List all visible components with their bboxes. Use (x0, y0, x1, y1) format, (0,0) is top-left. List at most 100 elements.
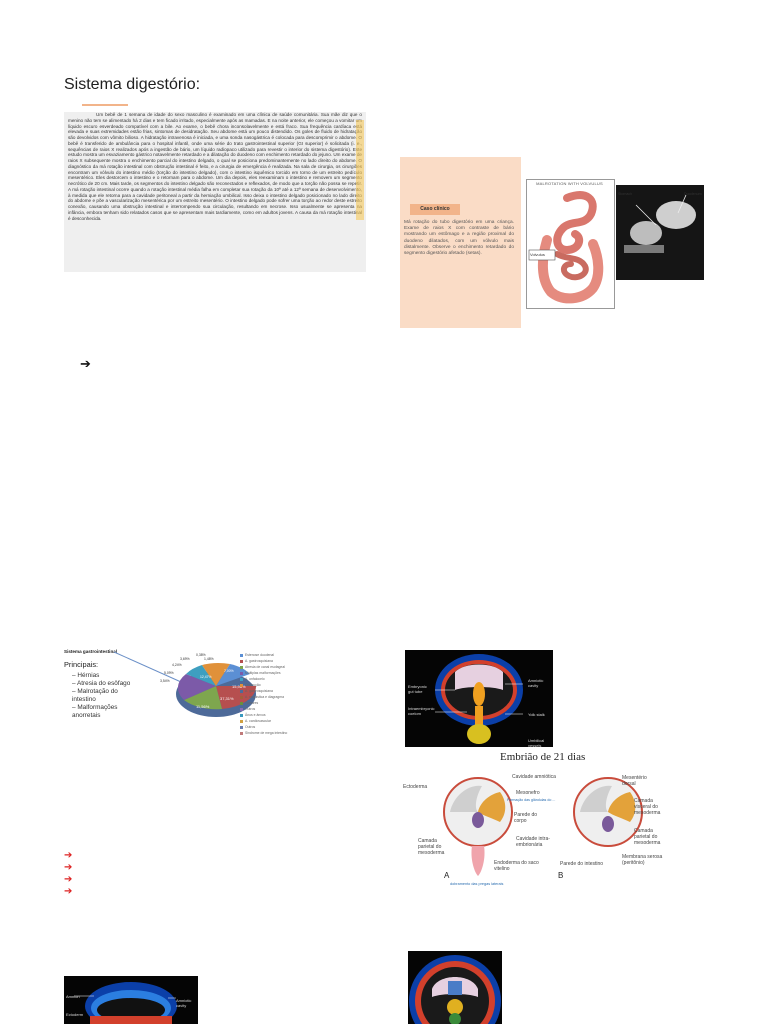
arrow-bullet: ➔ (80, 356, 91, 371)
clinical-case-text: Um bebê de 1 semana de idade do sexo mas… (64, 112, 366, 272)
embryo-label-umbilical: Umbilical vessels (528, 738, 545, 748)
label-cavidade-intra: Cavidade intra-embrionária (516, 836, 550, 848)
pie-value: 5,09% (164, 671, 174, 675)
legend-label: Outros (245, 707, 256, 711)
label-parede-intestino: Parede do intestino (560, 861, 604, 867)
embryo-label-yolk: Yolk stalk (528, 712, 545, 717)
legend-swatch (240, 665, 243, 669)
label-formacao: Formação das glândulas do ... (507, 798, 556, 802)
legend-item: A. gastrosquisiana (240, 658, 300, 664)
pie-value: 4,24% (172, 663, 182, 667)
legend-label: A. gastrosquisiana (245, 659, 273, 663)
embryo-gut-tube-image (405, 650, 553, 747)
legend-label: A. onfalocelo (245, 677, 265, 681)
label-camada-parietal-r: Camada parietal do mesoderma (634, 828, 661, 846)
legend-item: A. esquistica e diagragma (240, 694, 300, 700)
legend-item: A. cardiovascular (240, 718, 300, 724)
label-b: B (558, 871, 564, 880)
bottom-label-amnion: Amnion (66, 994, 80, 999)
legend-label: Atresia de canal esofageal (245, 665, 285, 669)
title-underline (82, 104, 128, 106)
list-item: – Atresia do esôfago (72, 680, 131, 687)
clinical-case-panel (400, 157, 521, 328)
label-ectoderma: Ectoderma (403, 784, 428, 790)
pie-chart: 37,31% 11,56% 15,98% 0,38% 1,48% 3,69% 4… (113, 651, 256, 717)
principais-label: Principais: (64, 660, 99, 669)
legend-label: A. gastrosquisiana (245, 689, 273, 693)
label-endoderma: Endoderma do saco vitelino (494, 860, 539, 872)
clinical-case-description: Má rotação do tubo digestório em uma cri… (404, 220, 514, 257)
legend-item: Tumores (240, 700, 300, 706)
legend-item: Múltiplas malformações (240, 670, 300, 676)
embryo-cross-section-image (408, 951, 502, 1024)
legend-swatch (240, 683, 243, 687)
intestine-illustration (528, 191, 604, 304)
pie-value: 1,48% (204, 657, 214, 661)
red-arrow-bullet: ➔ (64, 874, 73, 885)
label-cavidade-amniotica: Cavidade amniótica (512, 774, 556, 780)
embryo-amnion-image (64, 976, 198, 1024)
pie-value: 11,56% (196, 704, 210, 709)
page-title: Sistema digestório: (64, 76, 201, 93)
case-paragraph: Um bebê de 1 semana de idade do sexo mas… (68, 112, 362, 221)
xray-image (616, 185, 704, 280)
legend-item: Ânus e ânvus (240, 712, 300, 718)
label-camada-parietal: Camada parietal do mesoderma (418, 838, 445, 856)
pie-value: 3,54% (160, 679, 170, 683)
pie-value: 15,98% (232, 684, 246, 689)
list-item: – Malformações anorretais (72, 704, 118, 719)
label-camada-visceral: Camada visceral do mesoderma (634, 798, 661, 816)
legend-label: Obstrução (245, 683, 261, 687)
embryo-label-coelom: Intraembryonic coelom (408, 706, 435, 716)
clinical-case-tag: Caso clínico (410, 204, 460, 215)
malrotation-title: MALROTATION WITH VOLVULUS (536, 181, 603, 186)
legend-label: Múltiplas malformações (245, 671, 281, 675)
legend-swatch (240, 659, 243, 663)
embryo21-diagram (443, 777, 643, 876)
label-mesenterio: Mesentério dorsal (622, 775, 647, 787)
legend-item: Outros (240, 706, 300, 712)
legend-item: Obstrução (240, 682, 300, 688)
pie-value: 3,69% (180, 657, 190, 661)
legend-item: Outros (240, 724, 300, 730)
legend-item: Estenose duodenal (240, 652, 300, 658)
legend-swatch (240, 695, 243, 699)
pie-value: 7,00% (224, 669, 234, 673)
label-a: A (444, 871, 450, 880)
legend-swatch (240, 713, 243, 717)
legend-swatch (240, 731, 243, 735)
legend-label: Estenose duodenal (245, 653, 275, 657)
red-arrow-bullet: ➔ (64, 850, 73, 861)
list-item: – Malrotação do intestino (72, 688, 118, 703)
legend-swatch (240, 707, 243, 711)
legend-swatch (240, 701, 243, 705)
embryo-label-gut: Embryonic gut tube (408, 684, 427, 694)
legend-item: Atresia de canal esofageal (240, 664, 300, 670)
legend-label: Sindrome de mega intestino (245, 731, 288, 735)
label-mesonefro: Mesonefro (516, 790, 540, 796)
label-dobramento: dobramento das pregas laterais (450, 882, 504, 886)
pie-slide-heading: Sistema gastrointestinal (64, 649, 118, 654)
legend-item: Sindrome de mega intestino (240, 730, 300, 736)
malrotation-figure (526, 179, 615, 309)
pie-value-big: 37,31% (220, 696, 234, 701)
label-parede-corpo: Parede do corpo (514, 812, 538, 824)
pie-value: 0,38% (196, 653, 206, 657)
malformation-list: – Hérnias – Atresia do esôfago – Malrota… (72, 672, 136, 720)
legend-swatch (240, 653, 243, 657)
red-arrow-bullet: ➔ (64, 862, 73, 873)
legend-swatch (240, 719, 243, 723)
legend-item: A. gastrosquisiana (240, 688, 300, 694)
legend-swatch (240, 689, 243, 693)
volvulus-label: Volvulus (530, 252, 545, 257)
xray-label-duodenum: Duodenum (684, 192, 702, 196)
legend-label: Tumores (245, 701, 259, 705)
legend-label: Ânus e ânvus (245, 713, 266, 717)
list-item: – Hérnias (72, 672, 100, 679)
legend-label: A. cardiovascular (245, 719, 272, 723)
xray-label-stomach: Stomach (618, 192, 633, 196)
embryo-label-amniotic: Amniotic cavity (528, 678, 544, 688)
text-highlight-right (356, 120, 364, 220)
legend-swatch (240, 671, 243, 675)
